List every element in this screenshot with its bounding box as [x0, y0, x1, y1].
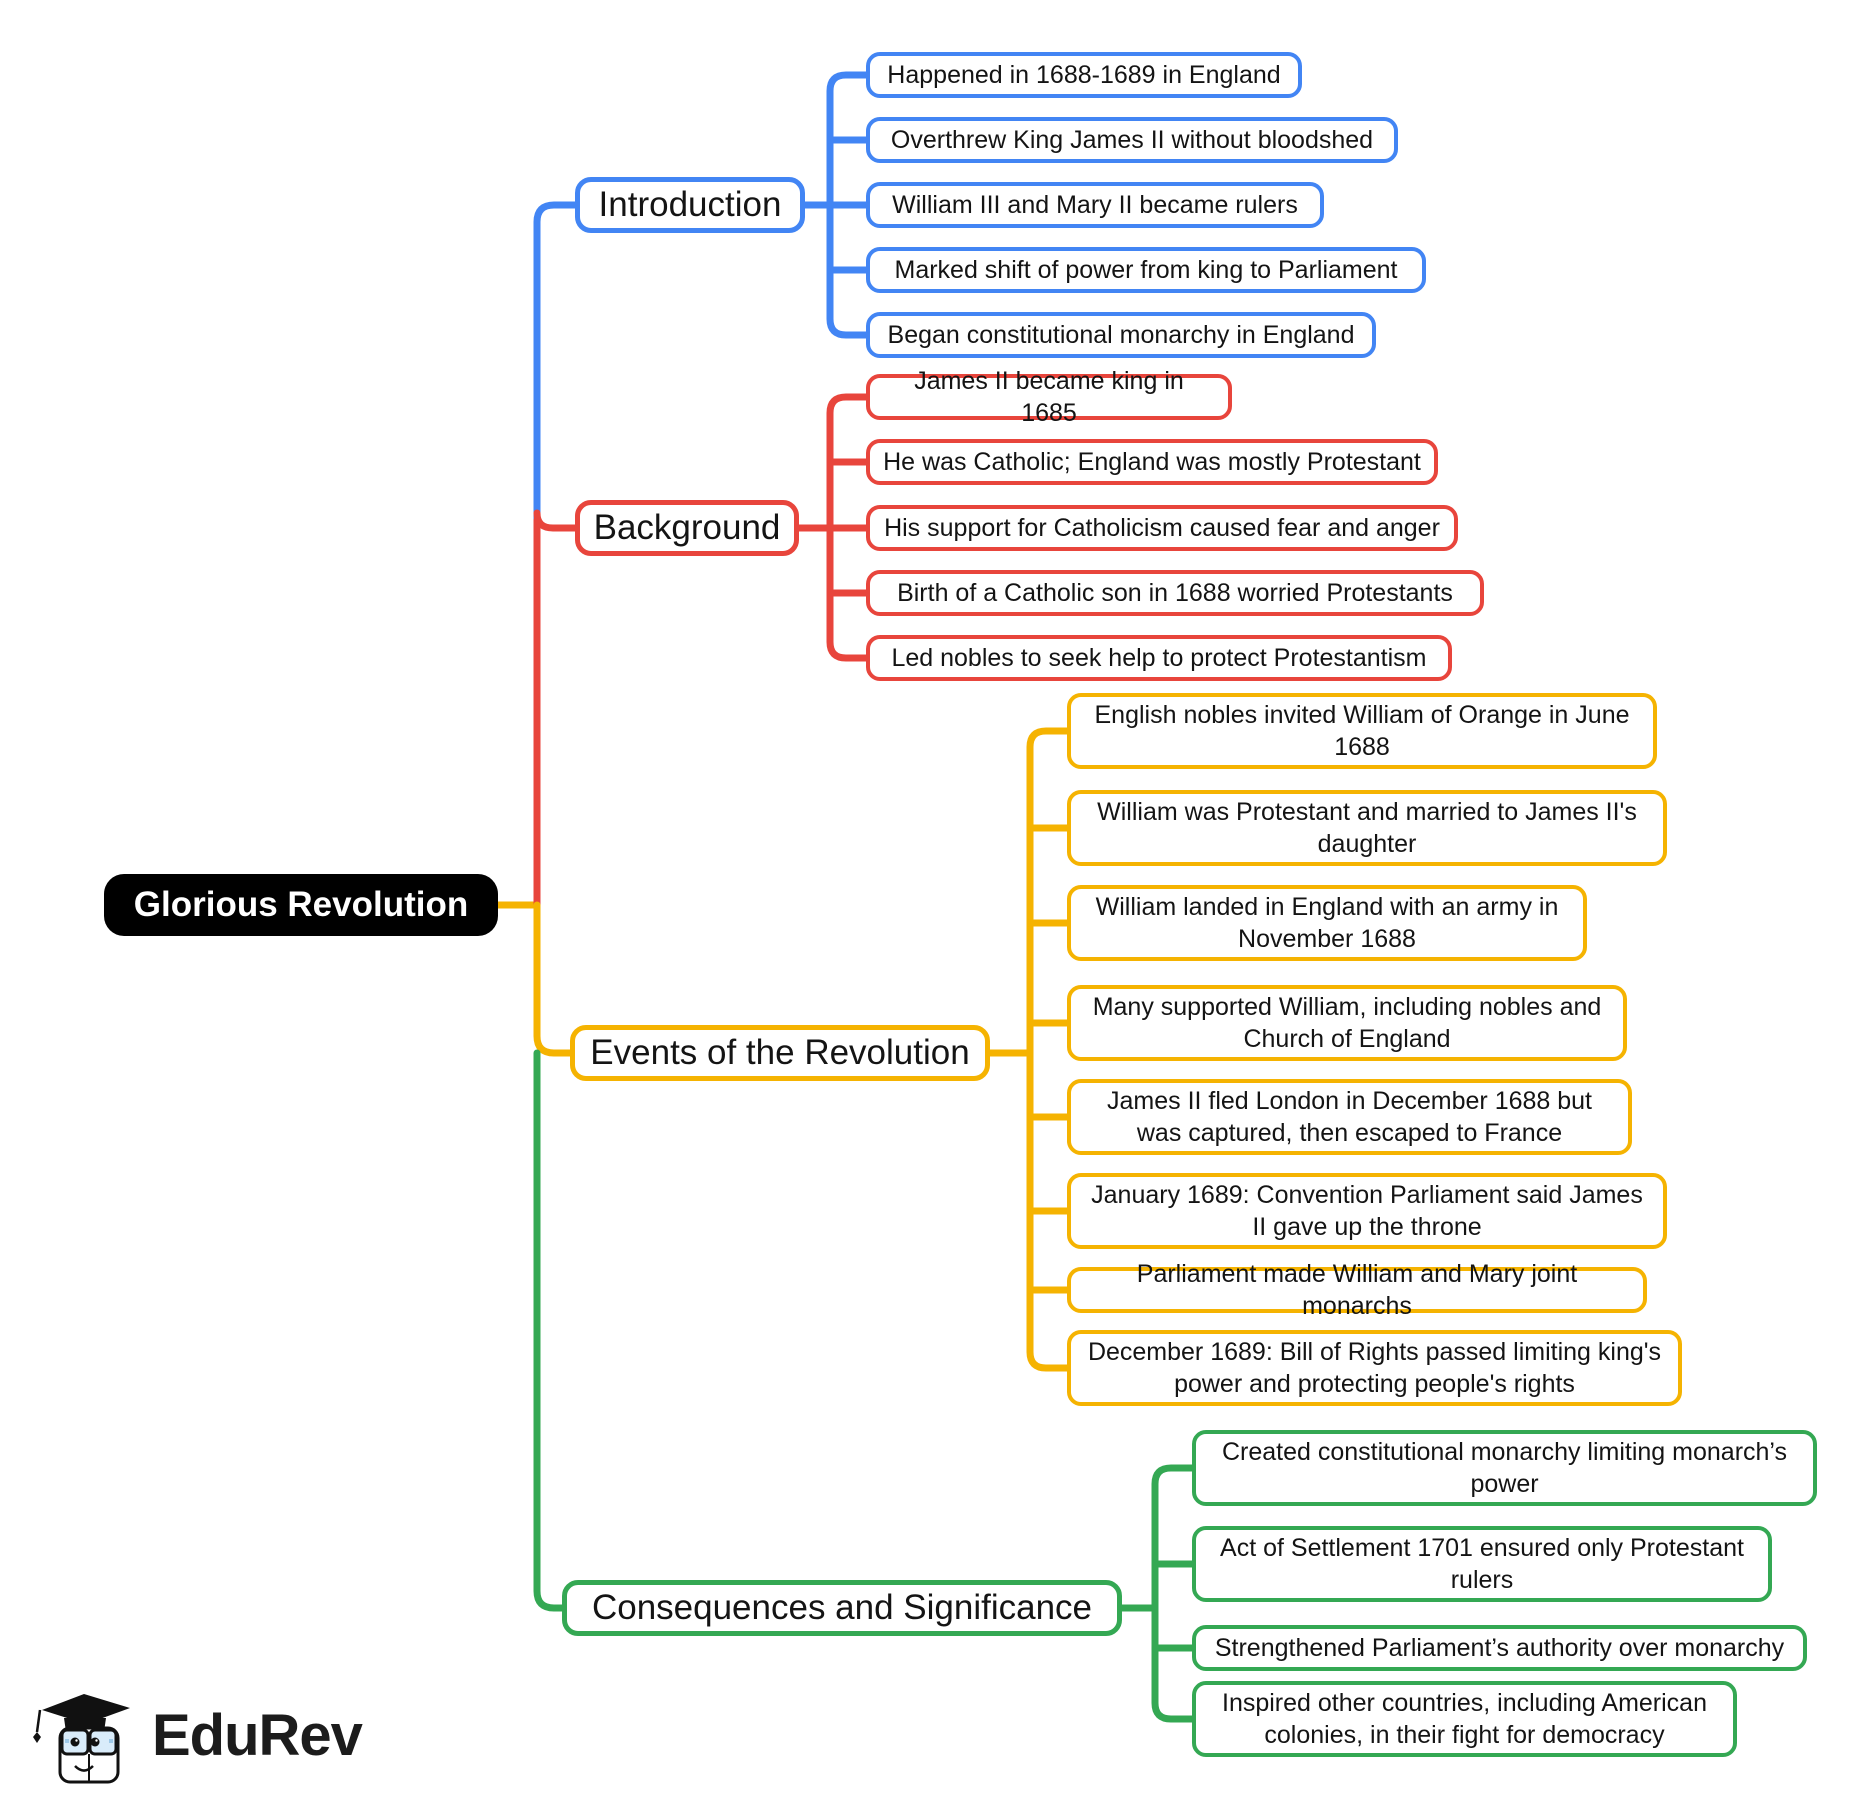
leaf-node: Act of Settlement 1701 ensured only Prot…	[1192, 1526, 1772, 1602]
leaf-node: Created constitutional monarchy limiting…	[1192, 1430, 1817, 1506]
leaf-node: James II fled London in December 1688 bu…	[1067, 1079, 1632, 1155]
branch-node-consequences: Consequences and Significance	[562, 1580, 1122, 1636]
leaf-node: James II became king in 1685	[866, 367, 1232, 427]
leaf-node: Marked shift of power from king to Parli…	[866, 247, 1426, 293]
connector-trunk-green	[533, 1049, 566, 1612]
leaf-node: Led nobles to seek help to protect Prote…	[866, 635, 1452, 681]
leaf-node: William was Protestant and married to Ja…	[1067, 790, 1667, 866]
leaf-node: Many supported William, including nobles…	[1067, 985, 1627, 1061]
branch-node-introduction: Introduction	[575, 177, 805, 233]
leaf-node: His support for Catholicism caused fear …	[866, 505, 1458, 551]
leaf-node: Overthrew King James II without bloodshe…	[866, 117, 1398, 163]
connector-background-stub	[533, 509, 579, 532]
leaf-node: He was Catholic; England was mostly Prot…	[866, 439, 1438, 485]
leaf-node: William landed in England with an army i…	[1067, 885, 1587, 961]
leaf-node: December 1689: Bill of Rights passed lim…	[1067, 1330, 1682, 1406]
leaf-node: English nobles invited William of Orange…	[1067, 693, 1657, 769]
leaf-node: Birth of a Catholic son in 1688 worried …	[866, 570, 1484, 616]
edurev-wordmark: EduRev	[152, 1703, 363, 1768]
leaf-node: William III and Mary II became rulers	[866, 182, 1324, 228]
connector-trunk-yellow	[533, 901, 574, 1057]
leaf-node: Strengthened Parliament’s authority over…	[1192, 1625, 1807, 1671]
connector-trunk-blue	[533, 201, 579, 524]
edurev-mascot-icon	[33, 1694, 130, 1784]
branch-node-background: Background	[575, 500, 799, 556]
central-node: Glorious Revolution	[104, 874, 498, 936]
leaf-node: Parliament made William and Mary joint m…	[1067, 1260, 1647, 1320]
branch-node-events: Events of the Revolution	[570, 1025, 990, 1081]
leaf-node: Began constitutional monarchy in England	[866, 312, 1376, 358]
leaf-node: Happened in 1688-1689 in England	[866, 52, 1302, 98]
connector-consequences-trunk	[1151, 1464, 1196, 1723]
leaf-node: Inspired other countries, including Amer…	[1192, 1681, 1737, 1757]
leaf-node: January 1689: Convention Parliament said…	[1067, 1173, 1667, 1249]
connector-events-trunk	[1026, 727, 1071, 1372]
edurev-logo: EduRev	[28, 1686, 363, 1786]
